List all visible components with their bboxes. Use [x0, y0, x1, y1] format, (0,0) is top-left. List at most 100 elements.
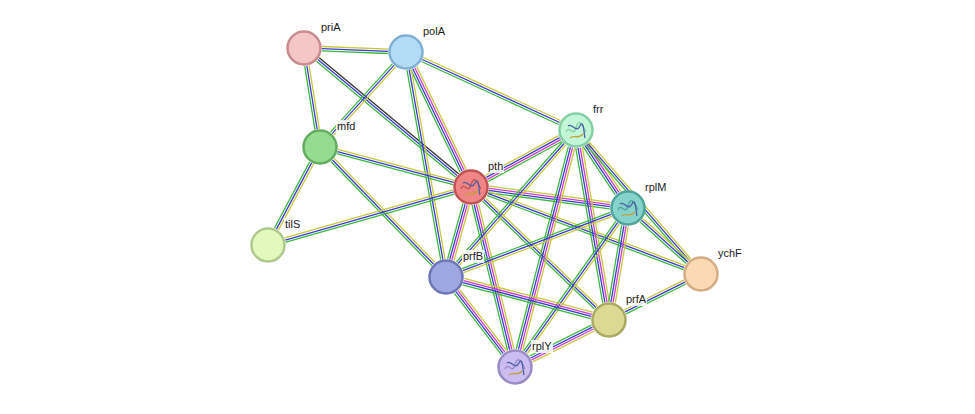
- node-circle: [302, 129, 338, 165]
- node-circle-shape: [612, 192, 645, 225]
- interaction-edge: [421, 58, 560, 125]
- evidence-strand: [332, 65, 394, 133]
- interaction-edge: [624, 280, 686, 314]
- evidence-strand: [278, 164, 313, 230]
- evidence-strand: [485, 136, 558, 176]
- evidence-strand: [305, 66, 315, 129]
- evidence-strand: [460, 289, 507, 350]
- evidence-strand: [624, 280, 684, 310]
- node-label: priA: [320, 21, 342, 34]
- evidence-strand: [334, 67, 396, 135]
- protein-node: priA: [286, 30, 322, 66]
- evidence-strand: [423, 58, 560, 121]
- protein-node: pth: [453, 169, 489, 205]
- interaction-edge: [640, 218, 689, 263]
- interaction-edge: [463, 278, 593, 318]
- protein-node: prfA: [591, 302, 627, 338]
- interaction-edge: [285, 190, 455, 242]
- structure-picture: [566, 123, 586, 138]
- structure-picture: [618, 201, 638, 216]
- node-circle-shape: [430, 261, 463, 294]
- evidence-strand: [464, 278, 592, 312]
- node-label: rplM: [644, 181, 667, 194]
- node-circle: [497, 349, 533, 385]
- evidence-strand: [640, 222, 686, 264]
- protein-node: mfd: [302, 129, 338, 165]
- protein-node: ychF: [683, 256, 719, 292]
- evidence-strand: [422, 60, 559, 123]
- evidence-strand: [458, 291, 505, 352]
- evidence-strand: [530, 325, 592, 356]
- node-label: ychF: [717, 247, 743, 260]
- node-circle-shape: [304, 131, 337, 164]
- structure-picture: [461, 180, 481, 195]
- interaction-edge: [454, 289, 506, 354]
- evidence-strand: [518, 147, 570, 349]
- interaction-edge: [411, 67, 466, 172]
- evidence-strand: [531, 327, 593, 358]
- node-circle: [683, 256, 719, 292]
- evidence-strand: [489, 191, 685, 265]
- protein-node: frr: [558, 112, 594, 148]
- node-circle: [453, 169, 489, 205]
- interaction-edge: [322, 47, 388, 54]
- protein-node: rplM: [610, 190, 646, 226]
- evidence-strand: [489, 186, 610, 202]
- node-circle: [388, 34, 424, 70]
- interaction-edge: [530, 325, 595, 362]
- evidence-strand: [474, 205, 509, 350]
- evidence-strand: [285, 192, 453, 240]
- node-label: pth: [487, 160, 504, 173]
- node-circle-shape: [685, 258, 718, 291]
- evidence-strand: [337, 152, 453, 183]
- node-label: rplY: [531, 340, 553, 353]
- evidence-strand: [285, 190, 453, 238]
- evidence-strand: [487, 195, 683, 269]
- node-circle: [610, 190, 646, 226]
- node-circle-shape: [593, 304, 626, 337]
- evidence-strand: [330, 64, 392, 132]
- interaction-edge: [407, 69, 445, 259]
- evidence-strand: [641, 220, 687, 262]
- interaction-edge: [472, 204, 514, 351]
- node-circle-shape: [288, 32, 321, 65]
- interaction-edge: [609, 225, 628, 303]
- interaction-edge: [330, 64, 395, 135]
- evidence-strand: [463, 285, 591, 319]
- evidence-strand: [464, 281, 592, 315]
- evidence-strand: [409, 70, 443, 260]
- evidence-strand: [478, 204, 513, 349]
- evidence-strand: [411, 69, 445, 259]
- evidence-strand: [309, 65, 319, 128]
- evidence-strand: [643, 218, 689, 260]
- node-circle-shape: [390, 36, 423, 69]
- evidence-strand: [585, 146, 617, 194]
- protein-node: rplY: [497, 349, 533, 385]
- evidence-strand: [331, 161, 432, 265]
- node-circle-shape: [252, 229, 285, 262]
- node-circle: [286, 30, 322, 66]
- evidence-strand: [307, 66, 317, 129]
- evidence-strand: [532, 329, 594, 360]
- evidence-strand: [421, 62, 558, 125]
- evidence-strand: [286, 194, 454, 242]
- node-label: tilS: [284, 218, 301, 231]
- interaction-edge: [305, 65, 320, 129]
- node-label: prfB: [462, 250, 484, 263]
- protein-node: prfB: [428, 259, 464, 295]
- node-circle: [591, 302, 627, 338]
- evidence-strand: [625, 282, 685, 312]
- interaction-edge: [576, 147, 609, 303]
- node-circle: [250, 227, 286, 263]
- node-circle: [558, 112, 594, 148]
- evidence-strand: [464, 216, 612, 272]
- node-label: frr: [592, 103, 604, 116]
- interaction-edge: [316, 58, 458, 177]
- evidence-strand: [454, 293, 501, 354]
- evidence-strand: [456, 292, 503, 353]
- evidence-strand: [448, 203, 463, 258]
- interaction-edge: [274, 162, 313, 230]
- structure-picture: [505, 360, 525, 375]
